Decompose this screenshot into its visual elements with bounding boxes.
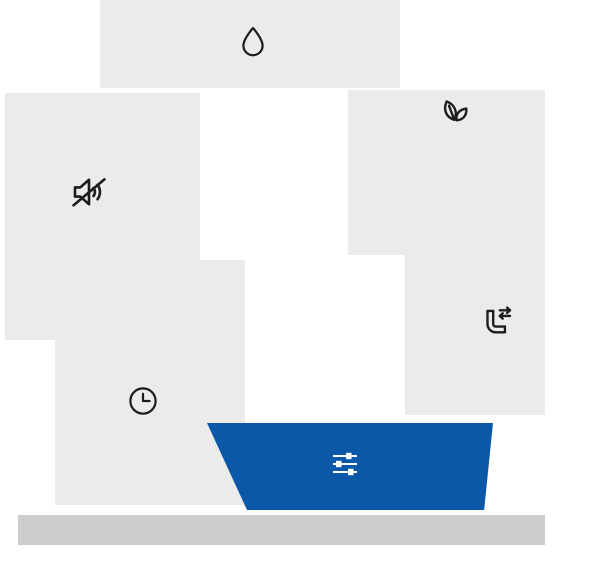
tile-water [100,0,400,88]
tile-time [55,260,245,505]
leaf-icon [443,100,468,122]
speaker-muted-icon [72,178,106,207]
water-drop-icon [242,26,264,57]
sliders-icon [333,452,357,476]
base-bar [18,515,545,545]
settings-funnel [207,423,493,510]
hose-transfer-icon [486,306,512,334]
tile-connection [405,255,545,415]
clock-icon [129,387,157,415]
tile-eco [348,90,545,255]
